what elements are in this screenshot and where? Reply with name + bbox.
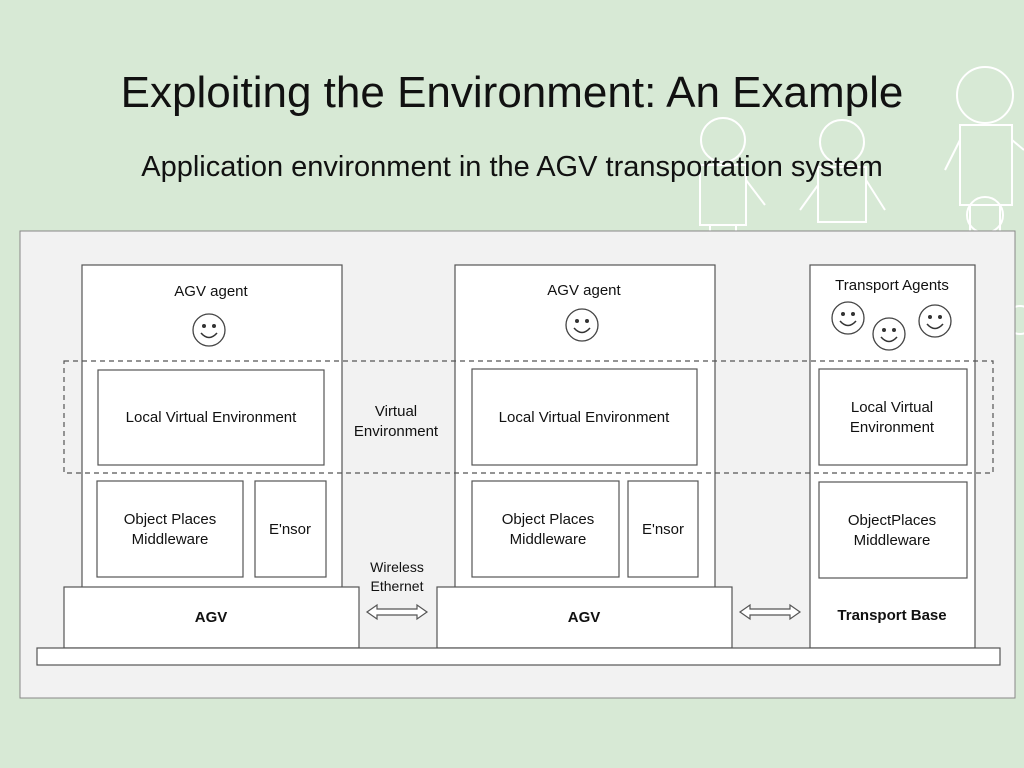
agv1-agent-label: AGV agent <box>174 283 248 300</box>
smiley-icon <box>192 313 226 347</box>
deco-body-3 <box>959 124 1013 206</box>
agv1-middleware-label-1: Object Places <box>124 511 217 528</box>
virtual-environment-band <box>63 360 994 474</box>
smiley-icon <box>565 308 599 342</box>
deco-head-3 <box>956 66 1014 124</box>
agv2-ensor-label: E'nsor <box>642 521 684 538</box>
agv2-ensor-box <box>627 480 699 578</box>
deco-head-1 <box>700 117 746 163</box>
transport-base-label: Transport Base <box>837 607 946 624</box>
transport-middleware-label-1: ObjectPlaces <box>848 512 936 529</box>
virtual-env-label-2: Environment <box>354 423 439 440</box>
transport-middleware-label-2: Middleware <box>854 532 931 549</box>
slide-title: Exploiting the Environment: An Example <box>120 68 904 117</box>
wireless-label-1: Wireless <box>370 559 424 575</box>
agv2-base-label: AGV <box>568 609 601 626</box>
agv1-lve-label: Local Virtual Environment <box>126 409 297 426</box>
smiley-icon <box>831 301 865 335</box>
agv1-local-virtual-environment <box>97 369 325 466</box>
transport-agent-label: Transport Agents <box>835 277 949 294</box>
agv2-middleware-box <box>471 480 620 578</box>
transport-lve-label-2: Environment <box>850 419 935 436</box>
ground-bar <box>36 647 1001 666</box>
agv2-lve-label: Local Virtual Environment <box>499 409 670 426</box>
agv1-ensor-box <box>254 480 327 578</box>
transport-local-virtual-environment <box>818 368 968 466</box>
slide-subtitle: Application environment in the AGV trans… <box>141 151 883 183</box>
agv1-ensor-label: E'nsor <box>269 521 311 538</box>
deco-body-1 <box>699 164 747 226</box>
agv2-agent-label: AGV agent <box>547 282 621 299</box>
agv2-local-virtual-environment <box>471 368 698 466</box>
transport-lve-label-1: Local Virtual <box>851 399 933 416</box>
transport-middleware-box <box>818 481 968 579</box>
agv1-middleware-label-2: Middleware <box>132 531 209 548</box>
virtual-env-label-1: Virtual <box>375 403 417 420</box>
smiley-icon <box>872 317 906 351</box>
deco-head-2 <box>819 119 865 165</box>
agv2-middleware-label-2: Middleware <box>510 531 587 548</box>
agv1-middleware-box <box>96 480 244 578</box>
agv1-base-label: AGV <box>195 609 228 626</box>
wireless-label-2: Ethernet <box>371 578 424 594</box>
deco-body-2 <box>817 166 867 223</box>
smiley-icon <box>918 304 952 338</box>
agv2-middleware-label-1: Object Places <box>502 511 595 528</box>
